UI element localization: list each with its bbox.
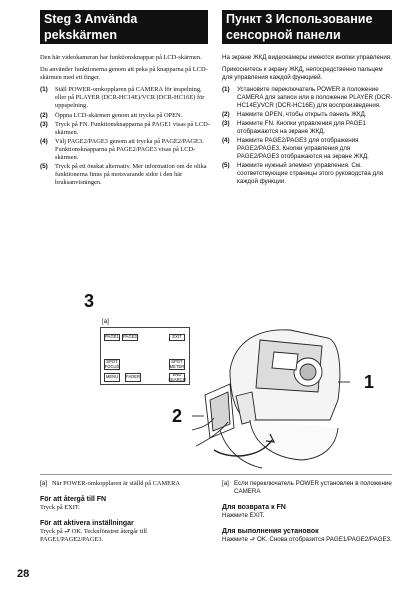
step-text: Tryck på ett önskat alternativ. Mer info… xyxy=(55,163,207,187)
swedish-heading: Steg 3 Använda pekskärmen xyxy=(40,10,208,44)
swedish-return-heading: För att återgå till FN xyxy=(40,496,107,504)
caption-tag: [a] xyxy=(222,480,229,487)
lcd-menu-button: MENU xyxy=(104,373,120,382)
russian-step: (3) Нажмите FN. Кнопки управления для PAG… xyxy=(222,120,394,136)
swedish-step: (2) Öppna LCD-skärmen genom att trycka på… xyxy=(40,112,212,120)
swedish-activate-text: Tryck på ⮐ OK. Tecknfönstret återgår til… xyxy=(40,528,147,544)
step-text: Нажмите OPEN, чтобы открыть панель ЖКД. xyxy=(237,111,367,118)
russian-heading-line-1: Пункт 3 Использование xyxy=(226,12,373,26)
swedish-body: Den här videokameran har funktionsknappa… xyxy=(40,54,212,188)
russian-intro-2: Прикоснитесь к экрану ЖКД, непосредствен… xyxy=(222,66,383,81)
step-text: Нажмите нужный элемент управления. См. с… xyxy=(237,162,384,185)
russian-step: (5) Нажмите нужный элемент управления. См… xyxy=(222,162,394,186)
russian-intro-1: На экране ЖКД видеокамеры имеются кнопки… xyxy=(222,54,392,61)
lcd-end-search-button: END SEARCH xyxy=(168,371,186,382)
step-number: (2) xyxy=(222,111,230,118)
lcd-spot-focus-button: SPOT FOCUS xyxy=(104,358,120,370)
russian-steps: (1) Установите переключатель POWER в поло… xyxy=(222,86,394,186)
lcd-spot-meter-button: SPOT METER xyxy=(169,358,185,370)
step-text: Установите переключатель POWER в положен… xyxy=(237,86,393,109)
step-number: (3) xyxy=(40,120,48,128)
callout-2: 2 xyxy=(172,406,183,426)
step-number: (2) xyxy=(40,111,48,119)
step-text: Tryck på FN. Funktionsknapparna på PAGE1… xyxy=(55,120,210,136)
camcorder-illustration xyxy=(191,329,350,469)
callout-1: 1 xyxy=(364,372,375,392)
russian-body: На экране ЖКД видеокамеры имеются кнопки… xyxy=(222,54,394,187)
swedish-step: (3) Tryck på FN. Funktionsknapparna på PA… xyxy=(40,121,212,137)
swedish-notes: [a] När POWER-omkopplaren är ställd på C… xyxy=(40,480,210,553)
swedish-step: (5) Tryck på ett önskat alternativ. Mer i… xyxy=(40,163,212,187)
caption-tag: [a] xyxy=(40,480,48,487)
swedish-step: (1) Ställ POWER-omkopplaren på CAMERA för… xyxy=(40,86,212,110)
lcd-fader-button: FADER xyxy=(125,373,141,382)
swedish-intro-2: Du använder funktionerna genom att peka … xyxy=(40,66,208,82)
step-number: (4) xyxy=(222,137,230,144)
russian-caption: [a] Если переключатель POWER установлен … xyxy=(222,480,394,496)
step-number: (4) xyxy=(40,137,48,145)
swedish-steps: (1) Ställ POWER-omkopplaren på CAMERA för… xyxy=(40,86,212,187)
section-divider xyxy=(40,474,392,475)
step-number: (1) xyxy=(40,86,48,94)
russian-return-heading: Для возврата к FN xyxy=(222,504,286,511)
russian-step: (4) Нажмите PAGE2/PAGE3 для отображения P… xyxy=(222,137,394,161)
step-text: Öppna LCD-skärmen genom att trycka på OP… xyxy=(55,111,183,119)
step-number: (1) xyxy=(222,86,230,93)
russian-step: (1) Установите переключатель POWER в поло… xyxy=(222,86,394,110)
lcd-screen-illustration: PAGE1 PAGE2 EXIT SPOT FOCUS SPOT METER M… xyxy=(100,327,190,385)
caption-text: Если переключатель POWER установлен в по… xyxy=(234,480,392,495)
swedish-caption: [a] När POWER-omkopplaren är ställd på C… xyxy=(40,480,210,488)
caption-text: När POWER-omkopplaren är ställd på CAMER… xyxy=(52,480,180,487)
figure-number: 3 xyxy=(84,291,95,311)
step-number: (5) xyxy=(40,163,48,171)
russian-heading: Пункт 3 Использование сенсорной панели xyxy=(222,10,392,44)
swedish-heading-line-2: pekskärmen xyxy=(44,28,117,42)
russian-step: (2) Нажмите OPEN, чтобы открыть панель ЖК… xyxy=(222,111,394,119)
lcd-page2-button: PAGE2 xyxy=(122,334,138,341)
page-number: 28 xyxy=(17,568,30,580)
russian-return-text: Нажмите EXIT. xyxy=(222,512,265,519)
russian-heading-line-2: сенсорной панели xyxy=(226,28,341,42)
lcd-page1-button: PAGE1 xyxy=(104,334,120,341)
step-number: (5) xyxy=(222,162,230,169)
russian-settings-heading: Для выполнения установок xyxy=(222,528,319,535)
step-number: (3) xyxy=(222,120,230,127)
step-text: Ställ POWER-omkopplaren på CAMERA för in… xyxy=(55,86,205,110)
step-text: Нажмите PAGE2/PAGE3 для отображения PAGE… xyxy=(237,137,369,160)
lcd-exit-button: EXIT xyxy=(169,334,185,341)
step-text: Нажмите FN. Кнопки управления для PAGE1 … xyxy=(237,120,366,135)
step-text: Välj PAGE2/PAGE3 genom att trycka på PAG… xyxy=(55,137,204,162)
swedish-intro-1: Den här videokameran har funktionsknappa… xyxy=(40,54,202,61)
russian-settings-text: Нажмите ⮐ OK. Снова отобразится PAGE1/PA… xyxy=(222,536,392,543)
figure-tag: [a] xyxy=(102,318,109,325)
swedish-step: (4) Välj PAGE2/PAGE3 genom att trycka på … xyxy=(40,138,212,162)
russian-notes: [a] Если переключатель POWER установлен … xyxy=(222,480,394,552)
swedish-return-text: Tryck på EXIT. xyxy=(40,504,80,512)
swedish-activate-heading: För att aktivera inställningar xyxy=(40,520,134,528)
swedish-heading-line-1: Steg 3 Använda xyxy=(44,12,138,26)
